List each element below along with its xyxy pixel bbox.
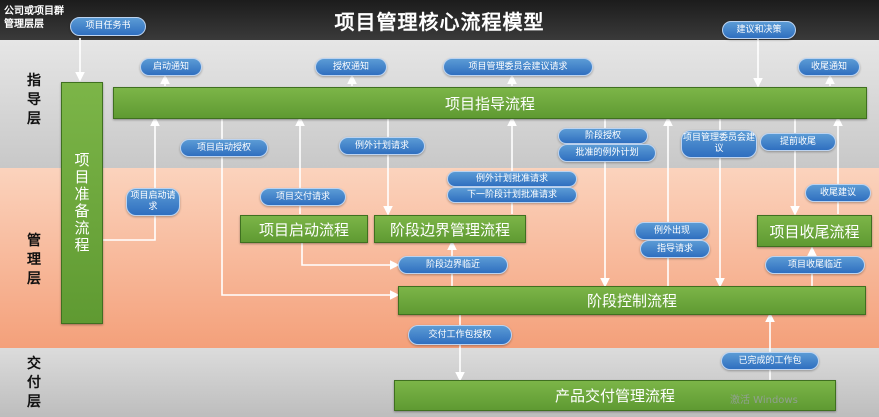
arrow-start-auth	[221, 118, 400, 300]
msg-stage-boundary-near[interactable]: 阶段边界临近	[398, 256, 508, 274]
arrow-prep-start	[102, 116, 160, 241]
msg-start-notice[interactable]: 启动通知	[140, 58, 202, 76]
msg-stage-auth[interactable]: 阶段授权	[558, 128, 648, 144]
layer-label-guide: 指导层	[27, 73, 41, 127]
msg-work-package-auth[interactable]: 交付工作包授权	[408, 325, 512, 345]
msg-start-auth[interactable]: 项目启动授权	[180, 139, 268, 157]
msg-task-book[interactable]: 项目任务书	[70, 17, 146, 36]
msg-closing-advice[interactable]: 收尾建议	[805, 184, 871, 202]
process-stage-boundary[interactable]: 阶段边界管理流程	[374, 215, 526, 243]
watermark: 激活 Windows	[730, 395, 798, 406]
msg-next-stage-plan-approval-request[interactable]: 下一阶段计划批准请求	[447, 187, 577, 203]
msg-exception-raised[interactable]: 例外出现	[635, 222, 709, 240]
msg-board-advice-request[interactable]: 项目管理委员会建议请求	[443, 58, 593, 76]
layer-label-manage: 管理层	[27, 233, 41, 287]
layer-label-deliver: 交付层	[27, 356, 41, 410]
page-title: 项目管理核心流程模型	[334, 10, 545, 34]
arrow-boundary-near	[301, 242, 400, 270]
process-product-delivery[interactable]: 产品交付管理流程	[394, 380, 836, 411]
msg-approved-exception-plan[interactable]: 批准的例外计划	[558, 144, 656, 162]
msg-early-closing[interactable]: 提前收尾	[760, 133, 836, 151]
process-project-start[interactable]: 项目启动流程	[240, 215, 368, 243]
msg-closing-near[interactable]: 项目收尾临近	[765, 256, 865, 274]
msg-board-advice[interactable]: 项目管理委员会建议	[681, 130, 757, 158]
process-project-closing[interactable]: 项目收尾流程	[757, 215, 872, 247]
msg-auth-notice[interactable]: 授权通知	[315, 58, 387, 76]
msg-exception-plan-request[interactable]: 例外计划请求	[339, 137, 425, 155]
corner-label: 公司或项目群管理层层	[4, 6, 64, 30]
msg-exception-plan-approval-request[interactable]: 例外计划批准请求	[447, 171, 577, 187]
msg-start-request[interactable]: 项目启动请求	[126, 188, 180, 216]
process-project-prep[interactable]: 项目准备流程	[61, 82, 103, 324]
msg-completed-work-package[interactable]: 已完成的工作包	[721, 352, 819, 370]
process-stage-control[interactable]: 阶段控制流程	[398, 286, 866, 315]
process-project-guide[interactable]: 项目指导流程	[113, 87, 867, 119]
msg-guidance-request[interactable]: 指导请求	[640, 240, 710, 258]
msg-advice-decision[interactable]: 建议和决策	[722, 21, 796, 39]
msg-delivery-request[interactable]: 项目交付请求	[260, 188, 346, 206]
msg-closing-notice[interactable]: 收尾通知	[798, 58, 860, 76]
